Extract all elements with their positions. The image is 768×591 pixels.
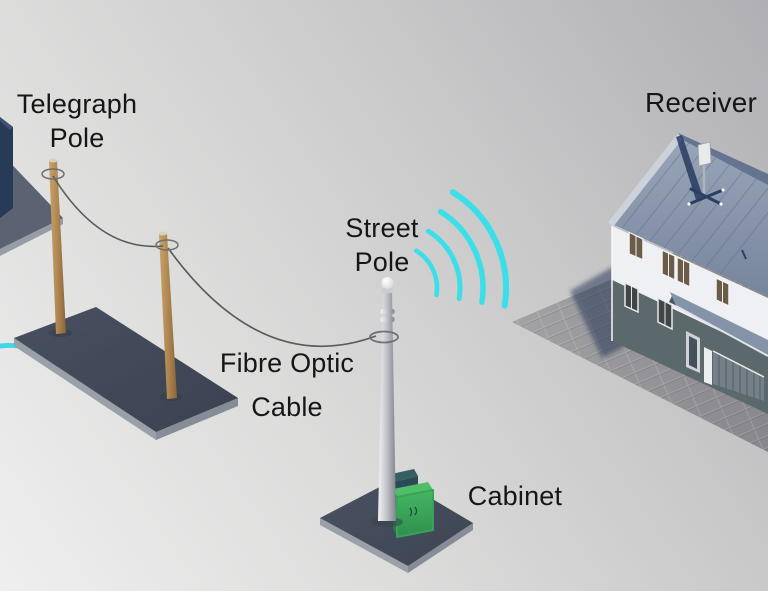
antenna-shadow — [676, 135, 703, 200]
insulator-ring-icon — [155, 239, 179, 251]
porch-roof — [669, 292, 768, 357]
receiver-house — [608, 133, 768, 414]
label-telegraph-pole-line2: Pole — [49, 123, 105, 153]
label-cabinet-text: Cabinet — [467, 481, 563, 511]
insulator-ring-icon — [41, 168, 65, 180]
insulator-ring-icon — [369, 330, 399, 344]
telegraph-pole-1 — [48, 158, 72, 337]
roof-antenna — [676, 135, 725, 206]
antenna-panel — [697, 141, 712, 167]
telegraph-pole-platform — [14, 307, 238, 440]
label-cabinet: Cabinet — [468, 479, 562, 513]
overhead-fibre-wire — [41, 168, 377, 348]
telegraph-pole-2 — [158, 231, 183, 401]
house-windows-lower — [624, 281, 673, 331]
garage-pillar — [704, 347, 712, 385]
label-street-pole-line2: Pole — [354, 247, 410, 277]
street-pole — [369, 277, 403, 527]
label-fibre-optic-line2: Cable — [251, 392, 323, 422]
label-fibre-optic-line1: Fibre Optic — [219, 348, 355, 378]
label-fibre-optic-cable: Fibre Optic Cable — [220, 346, 354, 424]
label-telegraph-pole-line1: Telegraph — [16, 89, 138, 119]
label-receiver-text: Receiver — [644, 87, 758, 118]
wireless-signal-waves — [414, 189, 509, 309]
label-street-pole: Street Pole — [345, 211, 418, 279]
label-street-pole-line1: Street — [345, 213, 419, 243]
garage — [704, 347, 765, 402]
roof-fascia — [608, 133, 683, 227]
signal-wave-icon — [437, 208, 486, 305]
signal-wave-icon — [426, 228, 463, 301]
exchange-building-corner — [0, 117, 63, 256]
pole-collar — [380, 317, 395, 322]
pole-collar — [380, 309, 395, 314]
house-windows-upper — [628, 230, 730, 308]
antenna-cross-base — [687, 187, 725, 206]
signal-wave-icon — [449, 189, 509, 309]
label-receiver: Receiver — [645, 86, 757, 120]
pole-lamp — [381, 277, 394, 289]
label-telegraph-pole: Telegraph Pole — [17, 87, 137, 155]
house-front-door — [686, 331, 700, 373]
cabinet-logo-icon — [409, 506, 418, 517]
signal-wave-icon — [414, 248, 440, 298]
street-cabinet — [387, 469, 434, 538]
